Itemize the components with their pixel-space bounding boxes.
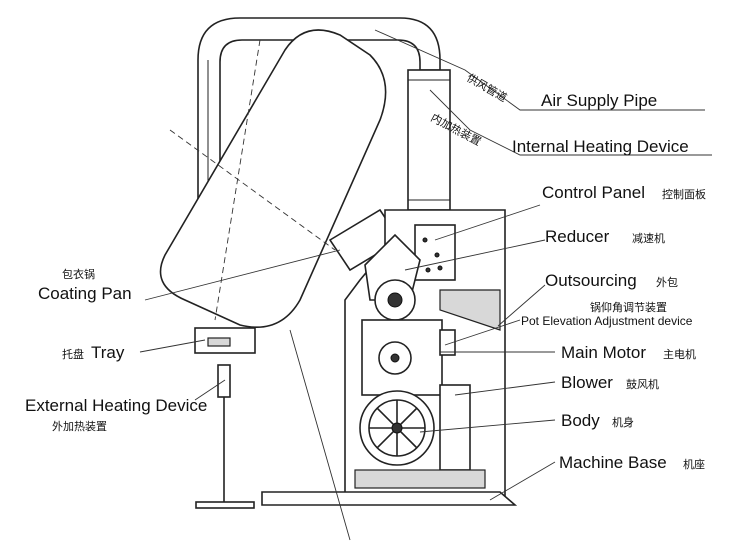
cabinet-drawing [261, 209, 518, 506]
internal-heating-device-en: Internal Heating Device [512, 137, 689, 156]
pot-elevation-cn: 锅仰角调节装置 [590, 300, 667, 314]
tray-cn: 托盘 [62, 347, 84, 361]
label-internal-heating-device: 内加热装置 Internal Heating Device [429, 110, 689, 156]
outsourcing-en: Outsourcing [545, 271, 637, 290]
air-supply-pipe-en: Air Supply Pipe [541, 91, 657, 110]
tray-stand-drawing [194, 327, 256, 509]
body-en: Body [561, 411, 600, 430]
label-machine-base: Machine Base 机座 [559, 453, 705, 472]
blower-cn: 鼓风机 [626, 377, 659, 391]
label-outsourcing: Outsourcing 外包 [545, 271, 678, 290]
control-panel-cn: 控制面板 [662, 187, 706, 201]
label-coating-pan: 包衣锅 Coating Pan [38, 267, 132, 303]
external-heating-device-cn: 外加热装置 [52, 420, 107, 433]
air-supply-pipe-cn: 供风管道 [465, 70, 510, 104]
label-external-heating-device: External Heating Device 外加热装置 [25, 396, 207, 433]
label-main-motor: Main Motor 主电机 [561, 343, 696, 362]
label-blower: Blower 鼓风机 [561, 373, 659, 392]
label-air-supply-pipe: 供风管道 Air Supply Pipe [465, 70, 658, 110]
internal-heating-device-drawing [407, 69, 451, 211]
control-panel-en: Control Panel [542, 183, 645, 202]
main-motor-en: Main Motor [561, 343, 646, 362]
coating-pan-cn: 包衣锅 [62, 267, 95, 281]
machine-base-en: Machine Base [559, 453, 667, 472]
external-heating-device-en: External Heating Device [25, 396, 207, 415]
reducer-en: Reducer [545, 227, 610, 246]
outsourcing-cn: 外包 [656, 276, 678, 289]
label-control-panel: Control Panel 控制面板 [542, 183, 706, 202]
reducer-cn: 减速机 [632, 231, 665, 245]
leader-lines [139, 29, 712, 541]
coating-pan-en: Coating Pan [38, 284, 132, 303]
body-cn: 机身 [612, 415, 634, 429]
label-tray: 托盘 Tray [62, 343, 125, 362]
label-pot-elevation-adjustment: 锅仰角调节装置 Pot Elevation Adjustment device [521, 300, 693, 328]
tray-en: Tray [91, 343, 125, 362]
machine-base-cn: 机座 [683, 457, 705, 471]
blower-en: Blower [561, 373, 613, 392]
label-body: Body 机身 [561, 411, 634, 430]
label-reducer: Reducer 减速机 [545, 227, 665, 246]
main-motor-cn: 主电机 [663, 347, 696, 361]
pot-elevation-en: Pot Elevation Adjustment device [521, 314, 693, 328]
